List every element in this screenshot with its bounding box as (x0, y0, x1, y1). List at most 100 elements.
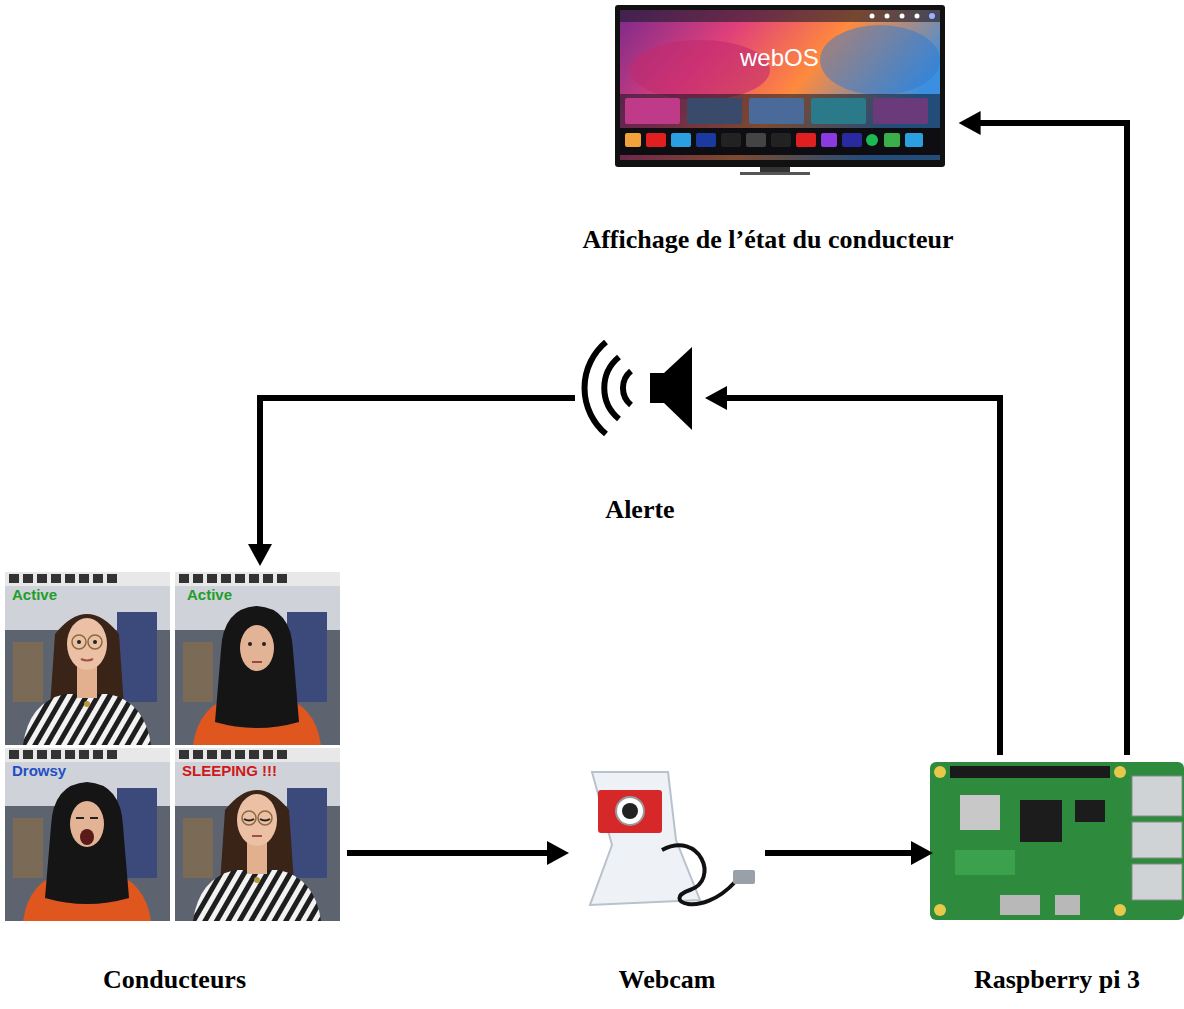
raspberry-pi-board-part (1075, 800, 1105, 822)
state-label: SLEEPING !!! (182, 762, 277, 779)
driver-photo-part (175, 748, 340, 921)
tv-illustration-part (671, 133, 691, 147)
node-caption: Conducteurs (103, 965, 246, 995)
state-label: Active (187, 586, 232, 603)
arrow-head (959, 111, 981, 135)
speaker-icon-part (585, 342, 606, 434)
driver-photo-part (252, 835, 262, 837)
driver-photo-part (193, 790, 321, 921)
webcam-illustration-part (590, 772, 700, 905)
tv-illustration-part (929, 13, 935, 19)
tv-illustration-part (749, 98, 804, 124)
tv-illustration-part (687, 98, 742, 124)
state-label: Active (12, 586, 57, 603)
arrow-head (705, 386, 727, 410)
raspberry-pi-board-part (1114, 766, 1126, 778)
tv-illustration-part (771, 133, 791, 147)
arrow-line (725, 398, 1000, 755)
illustrated-node: Conducteurs (2, 566, 347, 997)
arrow-head (547, 841, 569, 865)
driver-photo-part (77, 640, 81, 644)
raspberry-pi-board-part (960, 795, 1000, 830)
tv-illustration-part (811, 98, 866, 124)
tv-illustration-part (866, 134, 878, 146)
tv-illustration-part (870, 14, 875, 19)
arrow-head (248, 544, 272, 566)
driver-photo-part (262, 642, 266, 646)
driver-photo-part (244, 819, 270, 821)
webcam-illustration-part (662, 845, 735, 904)
tv-illustration-part (721, 133, 741, 147)
node-caption: Raspberry pi 3 (974, 965, 1140, 995)
arrow-connector (347, 841, 569, 865)
speaker-icon-part (604, 357, 619, 419)
tv-illustration-part (620, 10, 940, 22)
node-caption: Alerte (605, 495, 674, 525)
speaker-icon-part (650, 373, 664, 403)
raspberry-pi-board-part (1020, 800, 1062, 842)
raspberry-pi-board-part (1000, 895, 1040, 915)
arrow-connector (765, 841, 933, 865)
illustrated-node: Alerte (575, 338, 705, 527)
driver-photo-part (175, 572, 340, 745)
tv-illustration-part (796, 133, 816, 147)
webcam-illustration-part (598, 790, 662, 833)
tv-illustration-part (915, 14, 920, 19)
driver-photo-part (193, 606, 321, 745)
arrow-head (911, 841, 933, 865)
tv-illustration-part (885, 14, 890, 19)
webcam-illustration-part (733, 870, 755, 884)
raspberry-pi-board-part (1114, 904, 1126, 916)
driver-photo-part (76, 817, 98, 819)
tv-illustration-part (646, 133, 666, 147)
arrow-connector (705, 386, 1000, 755)
arrow-line (347, 850, 549, 856)
node-caption: Webcam (619, 965, 716, 995)
speaker-icon-part (623, 371, 631, 405)
arrow-line (260, 398, 575, 546)
driver-photo-part (252, 661, 262, 663)
driver-photo (175, 748, 340, 921)
webcam-illustration-part (622, 803, 638, 819)
driver-photo-part (93, 640, 97, 644)
illustrated-node: Raspberry pi 3 (933, 755, 1181, 997)
arrow-line (765, 850, 913, 856)
tv-illustration-part (625, 98, 680, 124)
raspberry-pi-board-part (955, 850, 1015, 875)
tv-illustration-part (821, 133, 837, 147)
webcam-illustration-part (616, 797, 644, 825)
raspberry-pi-board-part (1055, 895, 1080, 915)
driver-photo-part (5, 748, 170, 921)
driver-photo-part (81, 659, 93, 661)
raspberry-pi-board-part (930, 762, 1184, 920)
tv-illustration-part (620, 128, 940, 155)
arrow-line (979, 123, 1127, 755)
driver-photo-part (5, 572, 170, 745)
speaker-icon-part (664, 347, 692, 430)
arrow-connector (248, 398, 575, 566)
raspberry-pi-board-part (934, 766, 946, 778)
tv-illustration-part (842, 133, 862, 147)
tv-illustration-part (620, 10, 940, 160)
tv-illustration-part (696, 133, 716, 147)
driver-photo (175, 572, 340, 745)
driver-photo-part (23, 782, 151, 921)
tv-illustration-part (900, 14, 905, 19)
raspberry-pi-board (930, 762, 1184, 920)
driver-photo (5, 572, 170, 745)
raspberry-pi-board-part (934, 904, 946, 916)
raspberry-pi-board-part (950, 766, 1110, 778)
arrow-connector (959, 111, 1127, 755)
raspberry-pi-board-part (1132, 864, 1182, 900)
driver-photo (5, 748, 170, 921)
tv-illustration-part (760, 167, 790, 172)
speaker-icon (585, 342, 692, 434)
tv-illustration-part (620, 94, 940, 160)
tv-illustration-part (905, 133, 923, 147)
tv-illustration-part (615, 5, 945, 167)
tv-illustration-part (625, 133, 641, 147)
raspberry-pi-board-part (1132, 822, 1182, 858)
driver-photos (5, 572, 340, 921)
